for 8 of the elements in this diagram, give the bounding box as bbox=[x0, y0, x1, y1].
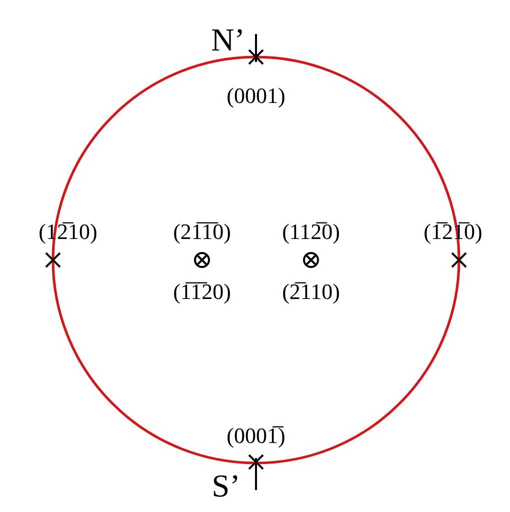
miller-index-label: (2̅110) bbox=[282, 280, 340, 304]
pole-label: N’ bbox=[211, 22, 245, 58]
miller-index-label: (0001) bbox=[226, 84, 286, 108]
miller-index-label: (21̅1̅0) bbox=[173, 220, 231, 244]
pole-label: S’ bbox=[212, 468, 240, 504]
miller-index-label: (1̅1̅20) bbox=[173, 280, 231, 304]
miller-index-label: (112̅0) bbox=[282, 220, 340, 244]
miller-index-label: (0001̅) bbox=[226, 424, 286, 448]
